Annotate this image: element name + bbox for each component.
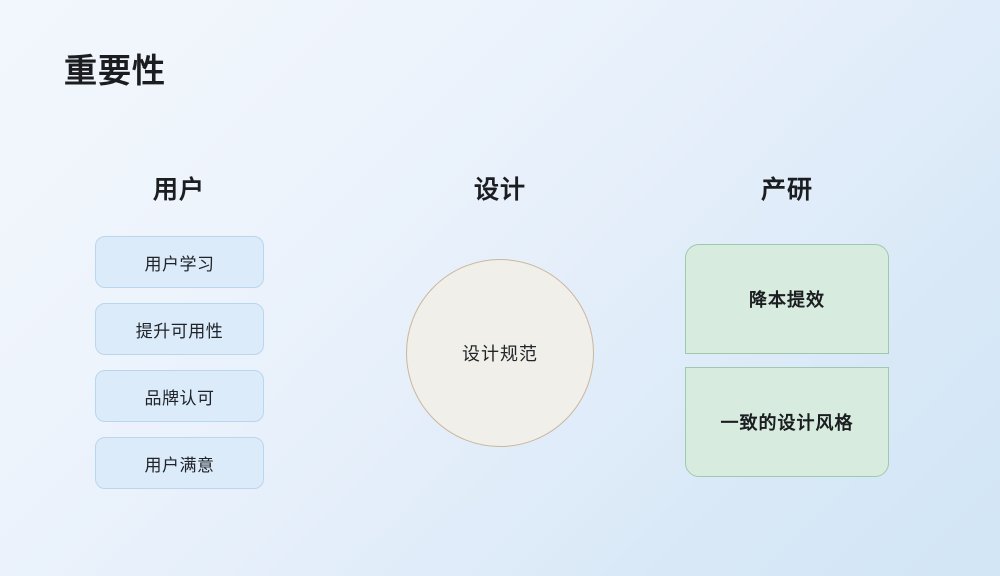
- list-item[interactable]: 用户学习: [95, 236, 264, 288]
- design-spec-circle[interactable]: 设计规范: [406, 259, 594, 447]
- list-item[interactable]: 提升可用性: [95, 303, 264, 355]
- page-title: 重要性: [64, 52, 166, 89]
- column-header-design: 设计: [473, 176, 527, 204]
- list-item[interactable]: 用户满意: [95, 437, 264, 489]
- rnd-benefit-list: 降本提效 一致的设计风格: [685, 244, 889, 477]
- user-benefit-list: 用户学习 提升可用性 品牌认可 用户满意: [95, 236, 264, 489]
- column-header-rnd: 产研: [760, 176, 814, 204]
- list-item[interactable]: 品牌认可: [95, 370, 264, 422]
- design-spec-label: 设计规范: [462, 344, 538, 364]
- list-item[interactable]: 一致的设计风格: [685, 367, 889, 477]
- list-item[interactable]: 降本提效: [685, 244, 889, 354]
- column-header-user: 用户: [152, 176, 206, 204]
